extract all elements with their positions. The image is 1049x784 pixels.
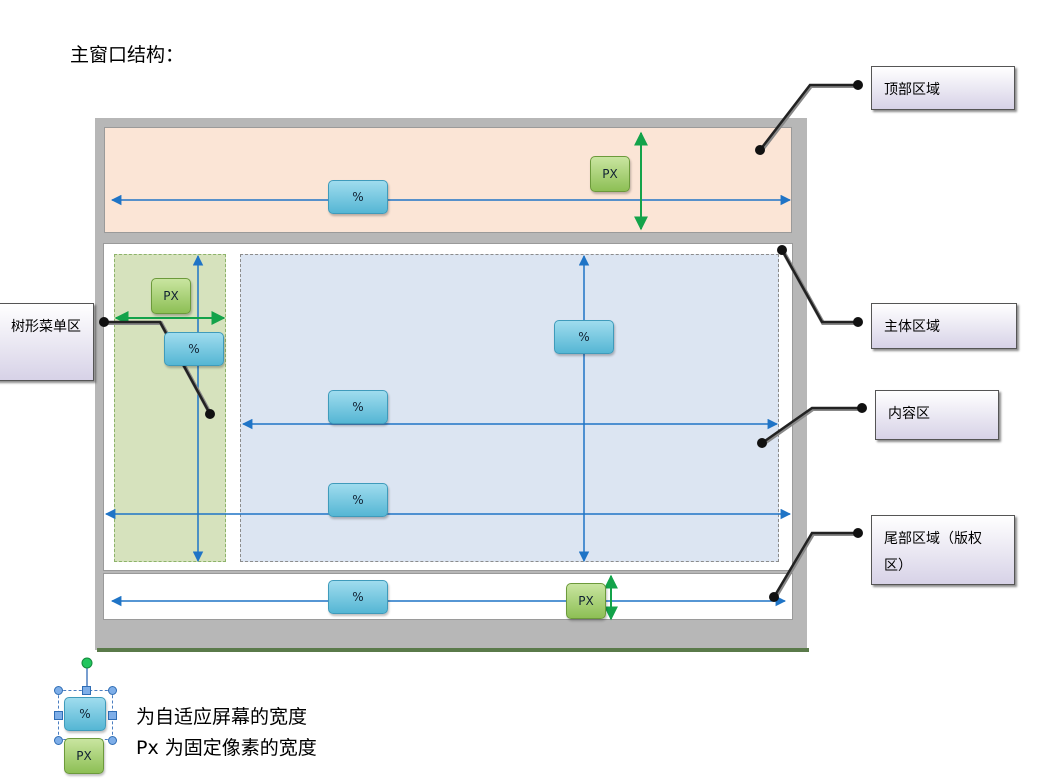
px-badge: PX (566, 583, 606, 619)
legend-handle (54, 686, 63, 695)
percent-badge: % (328, 580, 388, 614)
legend-handle (108, 686, 117, 695)
callout-footer-area: 尾部区域（版权区） (871, 515, 1015, 585)
footer-leader (773, 532, 861, 600)
legend-px-badge: PX (64, 738, 104, 774)
callout-main-area: 主体区域 (871, 303, 1017, 349)
percent-badge: % (328, 483, 388, 517)
percent-badge: % (164, 332, 224, 366)
callout-top-area: 顶部区域 (871, 66, 1015, 110)
legend-handle (54, 711, 63, 720)
legend-handle (108, 711, 117, 720)
px-badge: PX (151, 278, 191, 314)
legend-px-desc: Px 为固定像素的宽度 (136, 737, 317, 759)
legend-percent-desc: 为自适应屏幕的宽度 (136, 706, 308, 728)
legend-handle (108, 736, 117, 745)
page-title: 主窗口结构： (70, 44, 185, 66)
legend-handle (82, 686, 91, 695)
window-frame-shadow (97, 648, 809, 652)
callout-content-area: 内容区 (875, 390, 999, 440)
legend-handle (54, 736, 63, 745)
percent-badge: % (328, 390, 388, 424)
percent-badge: % (328, 180, 388, 214)
content-leader (761, 407, 865, 446)
callout-tree-menu: 树形菜单区 (0, 303, 94, 381)
top-leader (759, 84, 861, 153)
top-area (104, 127, 792, 233)
percent-badge: % (554, 320, 614, 354)
main-leader (781, 249, 861, 325)
px-badge: PX (590, 156, 630, 192)
legend-percent-badge: % (64, 697, 106, 731)
